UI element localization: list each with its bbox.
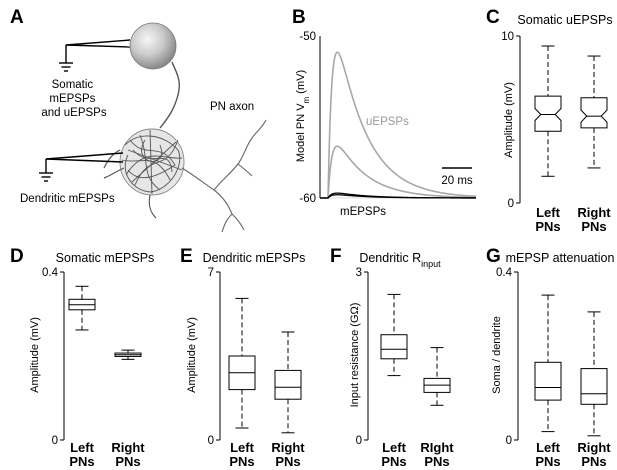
- panel-b: B Model PN Vm (mV) -50 -60 uEPSPs mEPSPs…: [292, 7, 477, 218]
- panel-f-title: Dendritic Rinput: [359, 251, 441, 269]
- dendritic-recording-label: Dendritic mEPSPs: [20, 193, 115, 205]
- panel-b-traces: [320, 51, 477, 199]
- panel-g: G mEPSP attenuation Soma / dendrite 0.40…: [486, 246, 614, 469]
- ueps-label: uEPSPs: [366, 116, 409, 128]
- panel-d-label: D: [10, 246, 24, 267]
- panel-f-ytick-min: 0: [356, 435, 362, 447]
- pn-axon-icon: [181, 119, 267, 233]
- primary-neurite: [159, 61, 181, 129]
- epsp-trace-4: [320, 194, 476, 199]
- panel-f-ytick-max: 3: [356, 267, 362, 279]
- panel-d-ylabel: Amplitude (mV): [29, 317, 41, 393]
- panel-f-box-1-iqr: [380, 334, 408, 360]
- panel-b-ytick-bottom: -60: [299, 193, 316, 205]
- panel-e-box-2-iqr: [274, 369, 302, 400]
- panel-a-label: A: [10, 7, 24, 28]
- panel-a: A: [10, 7, 267, 233]
- panel-g-ytick-min: 0: [506, 435, 512, 447]
- panel-g-title: mEPSP attenuation: [506, 251, 615, 265]
- meps-label: mEPSPs: [340, 206, 386, 218]
- panel-c-ytick-max: 10: [501, 31, 514, 43]
- dendritic-electrode-icon: [39, 152, 124, 182]
- panel-g-ylabel: Soma / dendrite: [491, 316, 503, 394]
- panel-c-title: Somatic uEPSPs: [517, 13, 612, 27]
- panel-g-label: G: [486, 246, 501, 267]
- panel-b-label: B: [292, 7, 306, 28]
- dendritic-arbor-icon: [103, 128, 185, 219]
- panel-g-ytick-max: 0.4: [496, 267, 513, 279]
- panel-c-ytick-min: 0: [508, 198, 514, 210]
- somatic-recording-label: Somatic mEPSPs and uEPSPs: [41, 79, 106, 119]
- epsp-trace-1: [320, 51, 477, 199]
- panel-e-ytick-min: 0: [208, 435, 214, 447]
- panel-e-label: E: [180, 246, 193, 267]
- panel-e: E Dendritic mEPSPs Amplitude (mV) 7 0 Left…: [180, 246, 305, 469]
- panel-f-label: F: [330, 246, 342, 267]
- panel-c-box-1-iqr: [534, 95, 562, 132]
- panel-c-label: C: [486, 7, 500, 28]
- panel-d-title: Somatic mEPSPs: [56, 251, 155, 265]
- panel-f-ylabel: Input resistance (GΩ): [349, 303, 361, 408]
- panel-d-ytick-min: 0: [52, 435, 58, 447]
- panel-g-box-1-iqr: [534, 361, 562, 401]
- panel-c-box-2-iqr: [580, 97, 608, 129]
- time-scale-label: 20 ms: [441, 175, 473, 187]
- soma-sphere-icon: [129, 22, 177, 70]
- panel-d-ytick-max: 0.4: [42, 267, 59, 279]
- panel-g-box-2-iqr: [580, 368, 608, 405]
- axon-label: PN axon: [210, 101, 254, 113]
- panel-b-ylabel: Model PN Vm (mV): [295, 70, 311, 162]
- somatic-electrode-icon: [59, 39, 131, 72]
- panel-e-ytick-max: 7: [208, 267, 214, 279]
- panel-b-ytick-top: -50: [299, 31, 316, 43]
- panel-e-ylabel: Amplitude (mV): [186, 317, 198, 393]
- epsp-trace-2: [320, 145, 477, 199]
- panel-e-title: Dendritic mEPSPs: [203, 251, 306, 265]
- panel-c-ylabel: Amplitude (mV): [503, 82, 515, 158]
- panel-d: D Somatic mEPSPs Amplitude (mV) 0.4 0 Left…: [10, 246, 154, 469]
- panel-f: F Dendritic Rinput Input resistance (GΩ)…: [330, 246, 454, 469]
